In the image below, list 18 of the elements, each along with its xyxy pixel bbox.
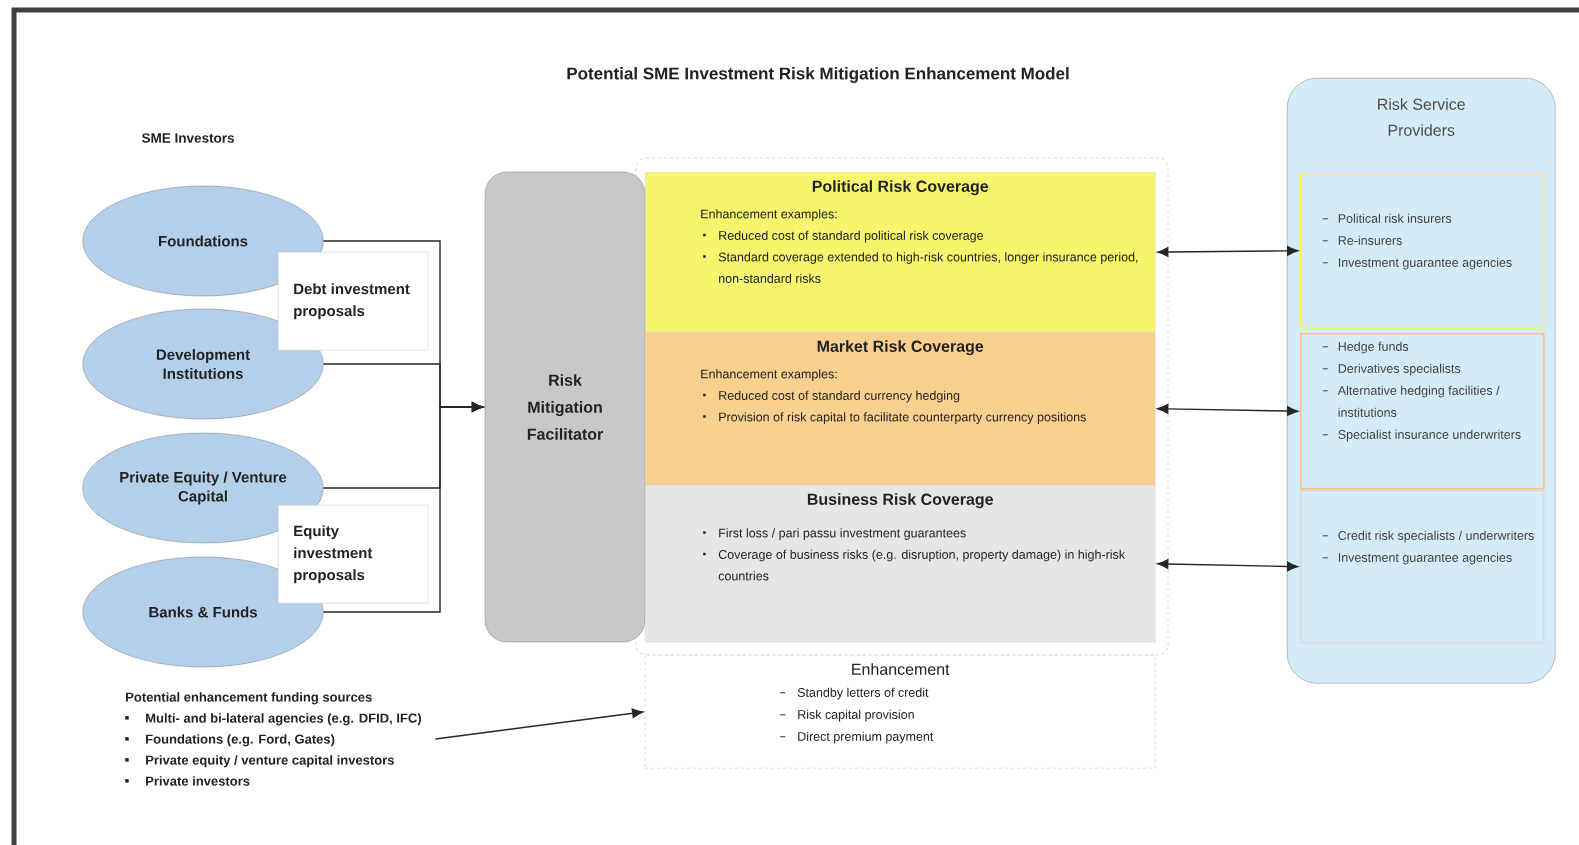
arrow xyxy=(1157,559,1299,572)
arrow xyxy=(434,708,644,740)
arrow xyxy=(322,402,483,613)
enhancement-box: Enhancement Standby letters of credit Risk capital provision Direct premium payment xyxy=(645,655,1156,769)
coverage-box: Political Risk Coverage Enhancement examples: Reduced cost of standard political risk coverage Standard coverage extended to high-risk countries, longer insurance period, non-standard risks xyxy=(645,172,1156,333)
arrow xyxy=(1157,245,1299,257)
arrow xyxy=(1157,404,1299,416)
facilitator-box: Risk Mitigation Facilitator xyxy=(484,171,646,643)
funding-sources-text: Potential enhancement funding sources Multi- and bi-lateral agencies (e.g. DFID, IFC) Foundations (e.g. Ford, Gates) Private equity / venture capital investors Private investors xyxy=(125,692,421,786)
group-heading: SME Investors xyxy=(141,133,234,143)
proposal-box: Equity investment proposals xyxy=(278,505,429,604)
coverage-box: Market Risk Coverage Enhancement examples: Reduced cost of standard currency hedging Provision of risk capital to facilitate counterparty currency positions xyxy=(645,332,1156,486)
provider-box: Hedge funds Derivatives specialists Alternative hedging facilities / institutions Specialist insurance underwriters xyxy=(1300,333,1545,490)
provider-box: Credit risk specialists / underwriters Investment guarantee agencies xyxy=(1300,490,1545,644)
title: Potential SME Investment Risk Mitigation Enhancement Model xyxy=(567,67,1069,83)
coverage-box: Business Risk Coverage First loss / pari passu investment guarantees Coverage of business risks (e.g. disruption, property damage) in high-risk countries xyxy=(645,485,1156,643)
provider-box: Political risk insurers Re-insurers Investment guarantee agencies xyxy=(1300,173,1545,329)
proposal-box: Debt investment proposals xyxy=(278,252,429,351)
